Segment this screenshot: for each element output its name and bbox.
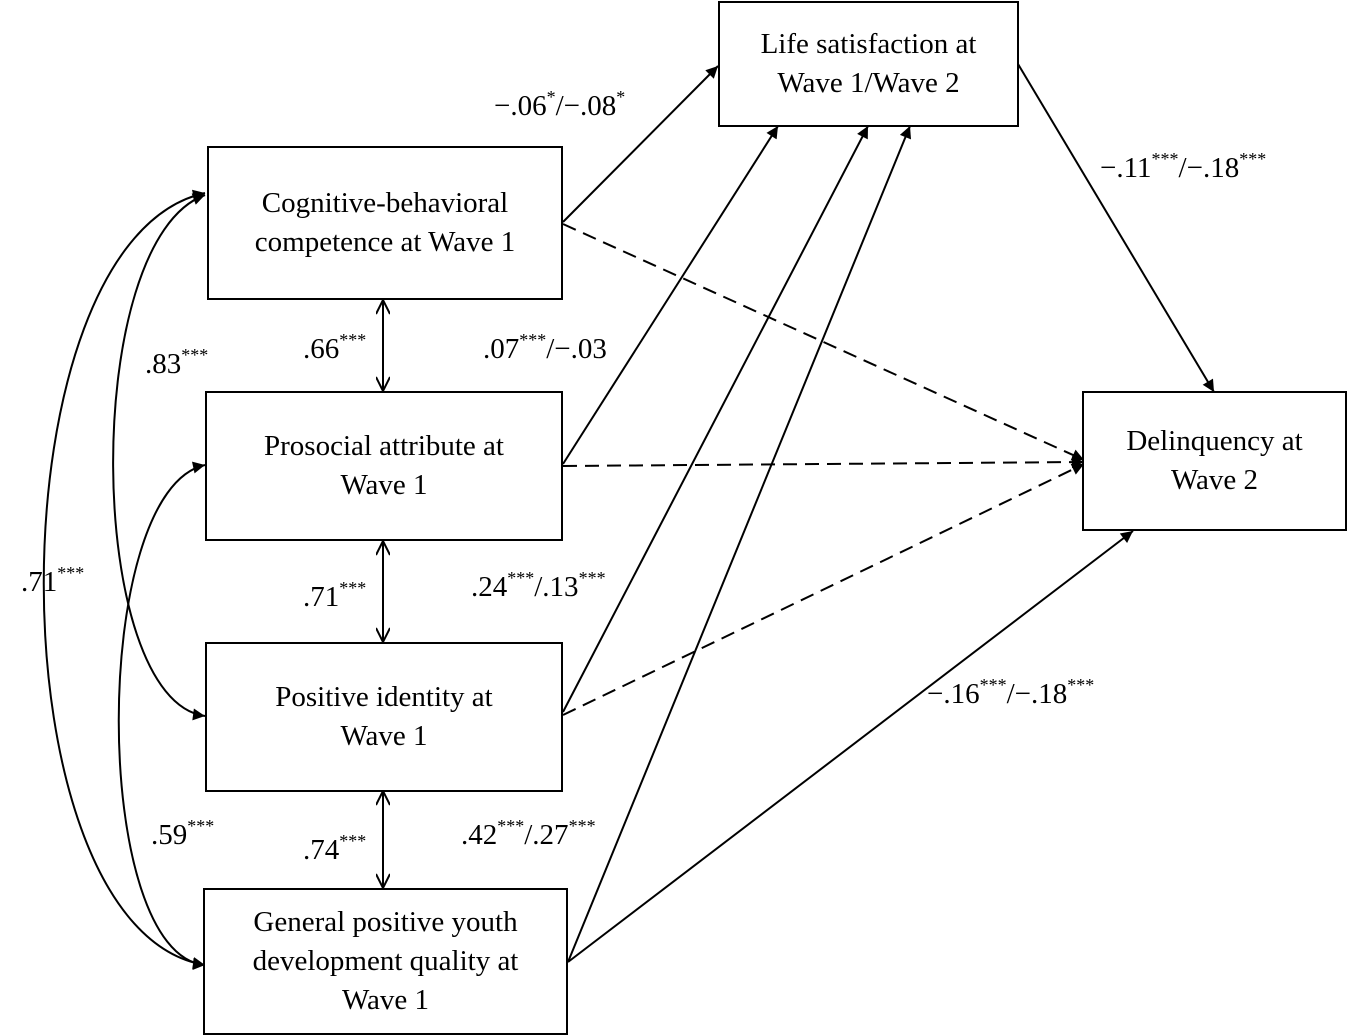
coefficient-gpyd-to-del: −.16***/−.18***: [927, 675, 1095, 713]
correlation-cb-gpyd: [42, 189, 206, 969]
significance-stars: ***: [507, 568, 535, 588]
node-delinquency: Delinquency at Wave 2: [1082, 391, 1347, 531]
node-life-satisfaction: Life satisfaction at Wave 1/Wave 2: [718, 1, 1019, 127]
significance-stars: ***: [1067, 675, 1095, 695]
significance-stars: *: [546, 87, 556, 107]
coefficient-cb-gpyd: .71***: [21, 563, 85, 601]
node-label-line: Life satisfaction at: [760, 28, 977, 60]
coefficient-ls-to-del: −.11***/−.18***: [1100, 149, 1267, 187]
coefficient-value: /.27: [524, 819, 569, 851]
significance-stars: ***: [339, 578, 367, 598]
node-general-pyd: General positive youth development quali…: [203, 888, 568, 1035]
significance-stars: *: [616, 87, 626, 107]
path-gpyd-to-ls: [567, 125, 912, 963]
node-label-line: Wave 1/Wave 2: [777, 67, 960, 99]
correlation-pro-gpyd: [117, 461, 206, 970]
coefficient-pro-pi: .71***: [303, 578, 367, 616]
coefficient-cb-pi: .83***: [145, 345, 209, 383]
node-positive-identity: Positive identity at Wave 1: [205, 642, 563, 792]
node-label-line: Wave 1: [341, 984, 430, 1016]
coefficient-value: .42: [461, 819, 498, 851]
path-pro-to-ls: [562, 125, 779, 465]
coefficient-pi-gpyd: .74***: [303, 831, 367, 869]
coefficient-value: .74: [303, 834, 340, 866]
significance-stars: ***: [497, 816, 525, 836]
coefficient-value: .07: [483, 333, 520, 365]
significance-stars: ***: [57, 563, 85, 583]
path-pi-to-del: [562, 463, 1085, 716]
node-label-line: competence at Wave 1: [254, 226, 516, 258]
path-pi-to-ls: [562, 125, 869, 713]
coefficient-value: −.06: [494, 90, 547, 122]
significance-stars: ***: [339, 330, 367, 350]
coefficient-pro-gpyd: .59***: [151, 816, 215, 854]
node-label-line: General positive youth: [253, 906, 518, 938]
node-label-line: Wave 2: [1170, 464, 1259, 496]
node-label-line: development quality at: [252, 945, 519, 977]
coefficient-value: .59: [151, 819, 188, 851]
coefficient-value: .71: [303, 581, 340, 613]
significance-stars: ***: [578, 568, 606, 588]
coefficient-value: −.16: [927, 678, 980, 710]
coefficient-value: /−.18: [1006, 678, 1068, 710]
path-cb-to-del: [562, 223, 1085, 461]
node-label-line: Positive identity at: [275, 681, 493, 713]
coefficient-value: .24: [471, 571, 508, 603]
node-label-line: Cognitive-behavioral: [261, 187, 509, 219]
coefficient-value: /.13: [534, 571, 579, 603]
significance-stars: ***: [1151, 149, 1179, 169]
node-label-line: Delinquency at: [1126, 425, 1303, 457]
path-ls-to-del: [1017, 63, 1215, 393]
coefficient-pro-to-ls: .07***/−.03: [483, 330, 607, 368]
node-prosocial: Prosocial attribute at Wave 1: [205, 391, 563, 541]
node-label-line: Prosocial attribute at: [264, 430, 504, 462]
node-label-line: Wave 1: [340, 469, 428, 501]
coefficient-value: /−.18: [1178, 152, 1240, 184]
coefficient-value: /−.03: [546, 333, 607, 365]
significance-stars: ***: [339, 831, 367, 851]
coefficient-value: /−.08: [555, 90, 617, 122]
significance-stars: ***: [568, 816, 596, 836]
coefficient-value: .71: [21, 566, 58, 598]
node-cognitive-behavioral: Cognitive-behavioral competence at Wave …: [207, 146, 563, 300]
coefficient-cb-to-ls: −.06*/−.08*: [494, 87, 626, 125]
path-pro-to-del: [562, 456, 1085, 469]
coefficient-value: .83: [145, 348, 182, 380]
node-label-line: Wave 1: [340, 720, 428, 752]
coefficient-gpyd-to-ls: .42***/.27***: [461, 816, 596, 854]
significance-stars: ***: [1239, 149, 1267, 169]
path-gpyd-to-del: [567, 530, 1134, 963]
significance-stars: ***: [979, 675, 1007, 695]
correlation-cb-pi: [112, 193, 206, 721]
coefficient-pi-to-ls: .24***/.13***: [471, 568, 606, 606]
coefficient-value: −.11: [1100, 152, 1152, 184]
path-cb-to-ls: [562, 65, 719, 223]
significance-stars: ***: [519, 330, 547, 350]
significance-stars: ***: [181, 345, 209, 365]
significance-stars: ***: [187, 816, 215, 836]
coefficient-cb-pro: .66***: [303, 330, 367, 368]
coefficient-value: .66: [303, 333, 340, 365]
